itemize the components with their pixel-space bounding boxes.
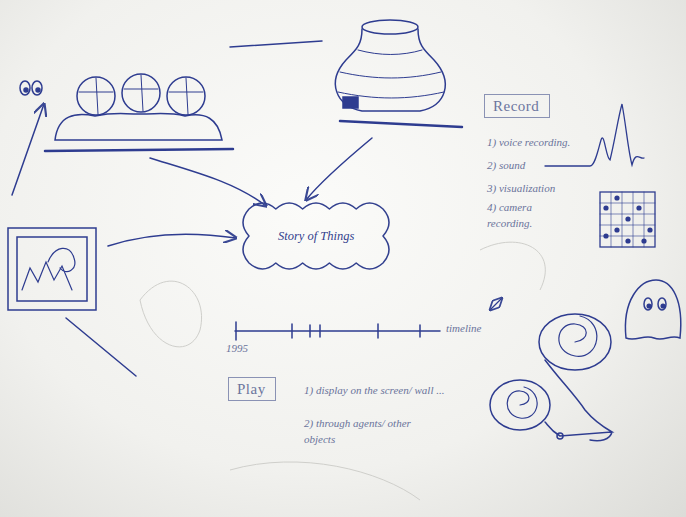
ghost-eye (658, 298, 666, 310)
faint-pencil-marks (140, 242, 545, 500)
horn-spiral (507, 387, 537, 418)
horn-agent (490, 298, 612, 441)
vase-underline (340, 121, 462, 127)
visualization-grid (600, 192, 655, 247)
grid-lines (600, 192, 655, 247)
eye-symbol (32, 81, 42, 95)
cloud-node: Story of Things (236, 196, 396, 276)
ghost-pupil (647, 304, 651, 308)
picture-scribble (22, 248, 75, 290)
picture-frame (8, 228, 96, 310)
ghost-pupil (661, 304, 665, 308)
people-bodies (55, 114, 222, 141)
faint-mark (480, 242, 545, 290)
note-label: 1995 (226, 341, 248, 357)
node-text: Play (237, 381, 266, 398)
small-arrow (490, 298, 502, 310)
grid-border (600, 192, 655, 247)
eye-symbol (20, 81, 30, 95)
ink-drawing (8, 20, 681, 441)
horn-bell (490, 380, 550, 430)
faint-mark (140, 281, 202, 347)
vase-rim (362, 20, 418, 34)
arrow-line (306, 138, 372, 200)
timeline-axis (235, 322, 440, 340)
note-label: timeline (446, 321, 481, 337)
label-box: Play (228, 377, 276, 401)
cloud-shape (243, 203, 389, 269)
pupil (24, 88, 28, 92)
node-text: Story of Things (278, 229, 354, 244)
picture-frame-inner (17, 237, 87, 301)
label-box: Record (484, 94, 550, 118)
arrow-line (150, 158, 266, 206)
note-label: 3) visualization (487, 181, 555, 197)
node-texts: Story of Things (278, 229, 354, 244)
note-label: 1) display on the screen/ wall ... (304, 383, 454, 399)
leader-line (230, 41, 322, 47)
people-underline (45, 149, 233, 151)
arrow-line (108, 234, 236, 246)
grid-dots (603, 195, 652, 243)
arrow-line (12, 104, 44, 195)
vase-body (335, 29, 445, 111)
node-text: Record (493, 98, 539, 115)
note-label: 2) sound (487, 158, 525, 174)
sound-wave (545, 104, 644, 166)
horn-foot (557, 433, 563, 439)
vase-contour (338, 50, 444, 98)
leader-line (66, 318, 136, 376)
horn-spiral (559, 316, 597, 356)
node-texts: Record (493, 98, 539, 115)
horn-bell (539, 314, 611, 370)
note-label: 2) through agents/ other objects (304, 416, 422, 448)
faint-mark (230, 462, 420, 500)
horn-body (545, 360, 612, 441)
ghost-figure (625, 280, 680, 339)
ghost-eye (644, 298, 652, 310)
note-label: 1) voice recording. (487, 135, 570, 151)
head-crosses (79, 75, 203, 114)
note-label: 4) camera recording. (487, 200, 567, 232)
node-texts: Play (237, 381, 266, 398)
pupil (36, 88, 40, 92)
tag-icon (343, 97, 358, 108)
